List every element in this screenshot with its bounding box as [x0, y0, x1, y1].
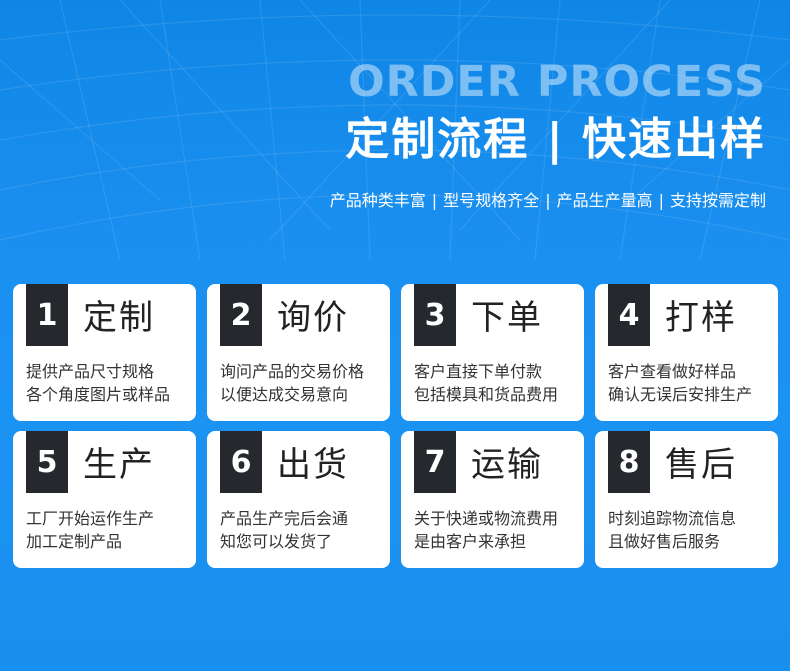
description-line: 是由客户来承担: [414, 532, 527, 551]
stadium-roof-background: [0, 0, 790, 260]
step-title: 定制: [83, 298, 155, 338]
feature-item: 产品种类丰富: [329, 191, 426, 210]
step-description: 提供产品尺寸规格 各个角度图片或样品: [26, 360, 194, 406]
step-card-7: 7 运输 关于快递或物流费用 是由客户来承担: [401, 431, 584, 568]
description-line: 提供产品尺寸规格: [26, 362, 155, 381]
description-line: 包括模具和货品费用: [414, 385, 559, 404]
description-line: 时刻追踪物流信息: [608, 509, 737, 528]
step-title: 售后: [665, 445, 737, 485]
description-line: 以便达成交易意向: [220, 385, 349, 404]
step-card-6: 6 出货 产品生产完后会通 知您可以发货了: [207, 431, 390, 568]
feature-separator: |: [545, 191, 551, 210]
feature-separator: |: [658, 191, 664, 210]
step-title: 下单: [471, 298, 543, 338]
description-line: 且做好售后服务: [608, 532, 721, 551]
description-line: 客户查看做好样品: [608, 362, 737, 381]
step-card-2: 2 询价 询问产品的交易价格 以便达成交易意向: [207, 284, 390, 421]
description-line: 各个角度图片或样品: [26, 385, 171, 404]
chinese-title: 定制流程 | 快速出样: [345, 114, 766, 165]
english-title: ORDER PROCESS: [348, 57, 766, 107]
step-number: 6: [220, 431, 262, 493]
step-title: 打样: [665, 298, 737, 338]
feature-separator: |: [431, 191, 438, 210]
step-number: 3: [414, 284, 456, 346]
description-line: 询问产品的交易价格: [220, 362, 365, 381]
feature-list: 产品种类丰富 | 型号规格齐全 | 产品生产量高 | 支持按需定制: [330, 190, 766, 212]
step-description: 工厂开始运作生产 加工定制产品: [26, 507, 194, 553]
step-number: 7: [414, 431, 456, 493]
step-title: 运输: [471, 445, 543, 485]
step-number: 8: [608, 431, 650, 493]
description-line: 工厂开始运作生产: [26, 509, 155, 528]
header: ORDER PROCESS 定制流程 | 快速出样 产品种类丰富 | 型号规格齐全 |…: [330, 56, 766, 212]
step-number: 5: [26, 431, 68, 493]
step-description: 客户直接下单付款 包括模具和货品费用: [414, 360, 582, 406]
step-card-3: 3 下单 客户直接下单付款 包括模具和货品费用: [401, 284, 584, 421]
description-line: 客户直接下单付款: [414, 362, 543, 381]
step-description: 时刻追踪物流信息 且做好售后服务: [608, 507, 776, 553]
step-card-4: 4 打样 客户查看做好样品 确认无误后安排生产: [595, 284, 778, 421]
step-title: 生产: [83, 445, 155, 485]
step-card-8: 8 售后 时刻追踪物流信息 且做好售后服务: [595, 431, 778, 568]
step-card-1: 1 定制 提供产品尺寸规格 各个角度图片或样品: [13, 284, 196, 421]
step-number: 2: [220, 284, 262, 346]
description-line: 关于快递或物流费用: [414, 509, 559, 528]
step-number: 4: [608, 284, 650, 346]
step-title: 询价: [277, 298, 349, 338]
step-description: 客户查看做好样品 确认无误后安排生产: [608, 360, 776, 406]
step-description: 关于快递或物流费用 是由客户来承担: [414, 507, 582, 553]
step-number: 1: [26, 284, 68, 346]
step-description: 产品生产完后会通 知您可以发货了: [220, 507, 388, 553]
step-description: 询问产品的交易价格 以便达成交易意向: [220, 360, 388, 406]
step-title: 出货: [277, 445, 349, 485]
description-line: 加工定制产品: [26, 532, 123, 551]
description-line: 产品生产完后会通: [220, 509, 349, 528]
description-line: 知您可以发货了: [220, 532, 333, 551]
feature-item: 支持按需定制: [669, 191, 766, 210]
step-card-5: 5 生产 工厂开始运作生产 加工定制产品: [13, 431, 196, 568]
feature-item: 型号规格齐全: [443, 191, 540, 210]
feature-item: 产品生产量高: [556, 191, 653, 210]
description-line: 确认无误后安排生产: [608, 385, 753, 404]
